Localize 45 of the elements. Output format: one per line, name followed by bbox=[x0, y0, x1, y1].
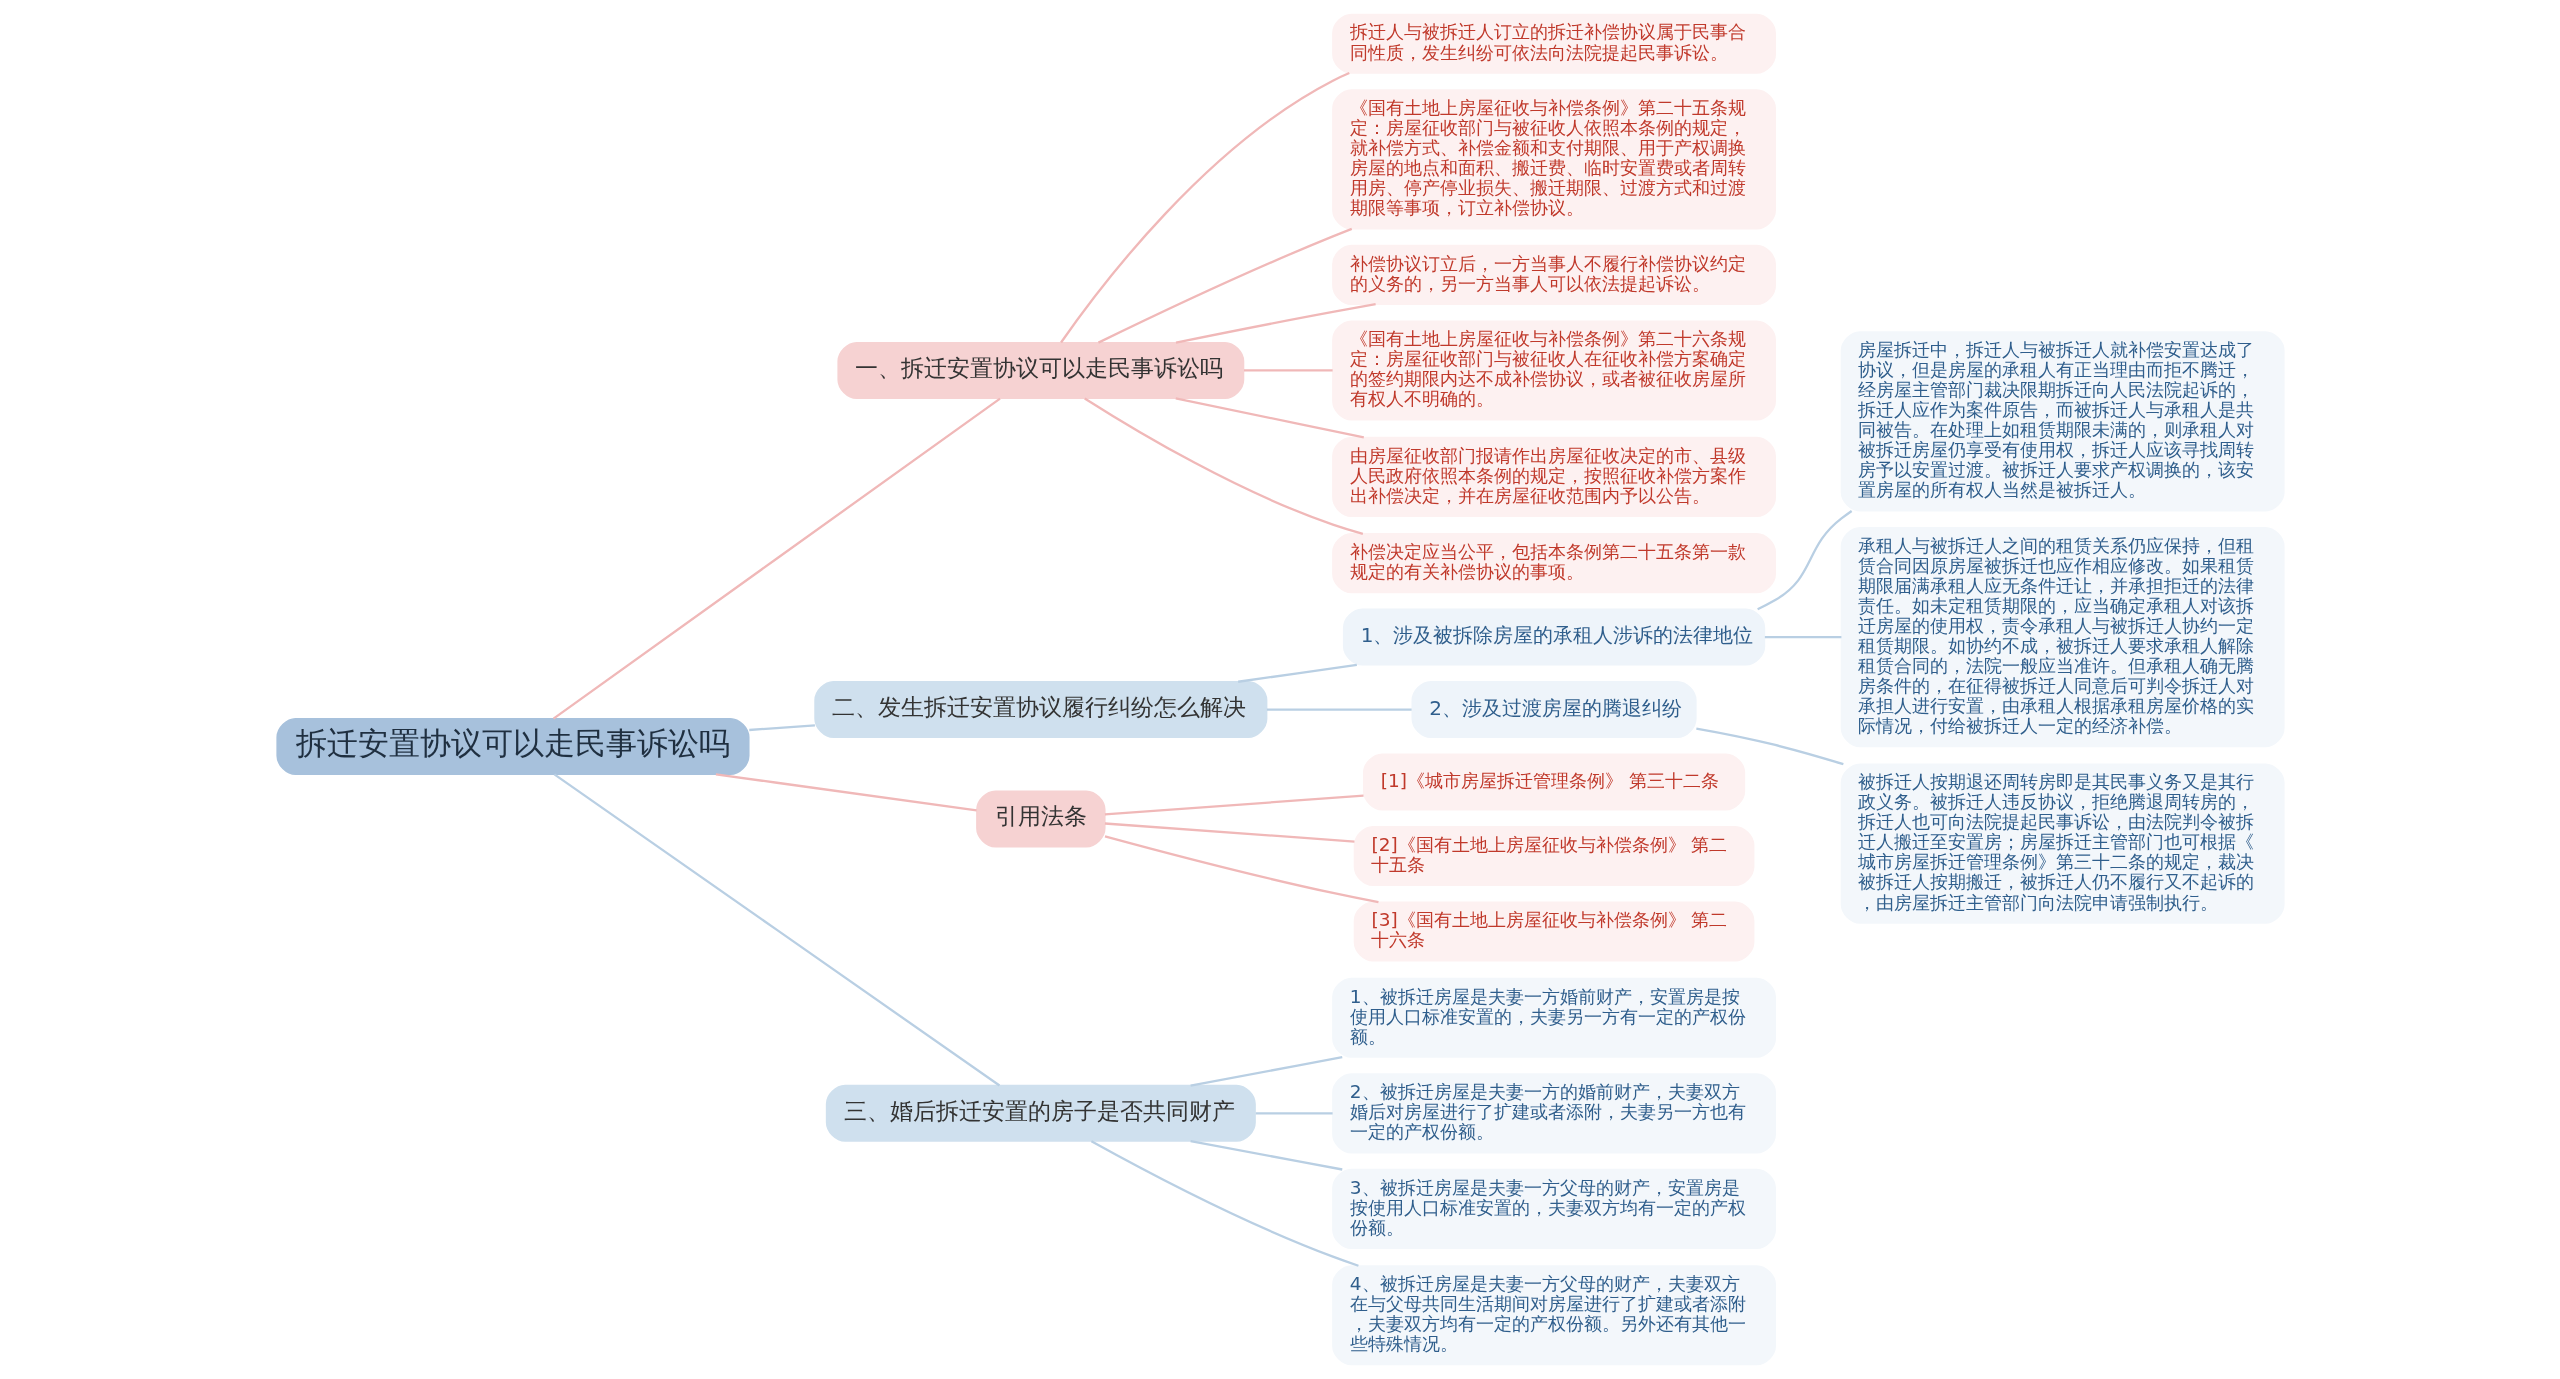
connector bbox=[1104, 794, 1364, 816]
node-box: 补偿协议订立后，一方当事人不履行补偿协议约定的义务的，另一方当事人可以依法提起诉讼。 bbox=[1331, 244, 1776, 305]
connector bbox=[552, 397, 1001, 720]
connector bbox=[1059, 72, 1350, 344]
connector bbox=[1090, 1140, 1359, 1267]
node-box: 被拆迁人按期退还周转房即是其民事义务又是其行政义务。被拆迁人违反协议，拒绝腾退周转房的，拆迁人也可向法院提起民事诉讼，由法院判令被拆迁人搬迁至安置房；房屋拆迁主管部门也可根据《城市房屋拆迁管理条例》第三十二条的规定，裁决被拆迁人按期搬迁，被拆迁人仍不履行又不起诉的，由房屋拆迁主管部门向法院申请强制执行。 bbox=[1840, 763, 2285, 924]
connector bbox=[715, 773, 977, 812]
connector bbox=[1756, 510, 1852, 611]
connector bbox=[748, 724, 815, 732]
node-box: 补偿决定应当公平，包括本条例第二十五条第一款规定的有关补偿协议的事项。 bbox=[1331, 533, 1776, 594]
connector bbox=[1764, 635, 1841, 639]
node-box: 二、发生拆迁安置协议履行纠纷怎么解决 bbox=[813, 681, 1267, 739]
node-box: 引用法条 bbox=[975, 790, 1106, 848]
node-box: 房屋拆迁中，拆迁人与被拆迁人就补偿安置达成了协议，但是房屋的承租人有正当理由而拒不腾迁，经房屋主管部门裁决限期拆迁向人民法院起诉的，拆迁人应作为案件原告，而被拆迁人与承租人是共同被告。在处理上如租赁期限未满的，则承租人对被拆迁房屋仍享受有使用权，拆迁人应该寻找周转房予以安置过渡。被拆迁人要求产权调换的，该安置房屋的所有权人当然是被拆迁人。 bbox=[1840, 331, 2285, 512]
connector bbox=[1104, 822, 1355, 843]
node-box: [1]《城市房屋拆迁管理条例》 第三十二条 bbox=[1362, 753, 1745, 811]
node-box: 拆迁人与被拆迁人订立的拆迁补偿协议属于民事合同性质，发生纠纷可依法向法院提起民事诉讼。 bbox=[1331, 13, 1776, 74]
node-box: 1、被拆迁房屋是夫妻一方婚前财产，安置房是按使用人口标准安置的，夫妻另一方有一定的产权份额。 bbox=[1331, 977, 1776, 1058]
connector bbox=[1695, 727, 1844, 766]
node-box: 由房屋征收部门报请作出房屋征收决定的市、县级人民政府依照本条例的规定，按照征收补偿方案作出补偿决定，并在房屋征收范围内予以公告。 bbox=[1331, 436, 1776, 517]
node-box: 一、拆迁安置协议可以走民事诉讼吗 bbox=[836, 341, 1244, 399]
node-box: 《国有土地上房屋征收与补偿条例》第二十五条规定：房屋征收部门与被征收人依照本条例的规定，就补偿方式、补偿金额和支付期限、用于产权调换房屋的地点和面积、搬迁费、临时安置费或者周转用房、停产停业损失、搬迁期限、过渡方式和过渡期限等事项，订立补偿协议。 bbox=[1331, 89, 1776, 230]
connector bbox=[1255, 1112, 1333, 1115]
node-box: 4、被拆迁房屋是夫妻一方父母的财产，夫妻双方在与父母共同生活期间对房屋进行了扩建或者添附，夫妻双方均有一定的产权份额。另外还有其他一些特殊情况。 bbox=[1331, 1265, 1776, 1366]
connector bbox=[1104, 835, 1379, 904]
node-box: 1、涉及被拆除房屋的承租人涉诉的法律地位 bbox=[1342, 608, 1765, 666]
connector bbox=[1083, 397, 1363, 535]
node-box: [3]《国有土地上房屋征收与补偿条例》 第二十六条 bbox=[1353, 901, 1754, 962]
connector bbox=[1189, 1139, 1342, 1171]
node-box: 承租人与被拆迁人之间的租赁关系仍应保持，但租赁合同因原房屋被拆迁也应作相应修改。如果租赁期限届满承租人应无条件迁让，并承担拒迁的法律责任。如未定租赁期限的，应当确定承租人对该拆迁房屋的使用权，责令承租人与被拆迁人协约一定租赁期限。如协约不成，被拆迁人要求承租人解除租赁合同的，法院一般应当准许。但承租人确无腾房条件的，在征得被拆迁人同意后可判令拆迁人对承担人进行安置，由承租人根据承租房屋价格的实际情况，付给被拆迁人一定的经济补偿。 bbox=[1840, 526, 2285, 748]
connector bbox=[553, 773, 1000, 1087]
connector bbox=[1175, 303, 1376, 344]
node-box: [2]《国有土地上房屋征收与补偿条例》 第二十五条 bbox=[1353, 825, 1754, 886]
connector bbox=[1175, 397, 1364, 439]
node-box: 《国有土地上房屋征收与补偿条例》第二十六条规定：房屋征收部门与被征收人在征收补偿方案确定的签约期限内达不成补偿协议，或者被征收房屋所有权人不明确的。 bbox=[1331, 320, 1776, 421]
connector bbox=[1237, 663, 1357, 683]
connector bbox=[1266, 708, 1412, 711]
node-box: 三、婚后拆迁安置的房子是否共同财产 bbox=[825, 1084, 1256, 1142]
node-box: 3、被拆迁房屋是夫妻一方父母的财产，安置房是按使用人口标准安置的，夫妻双方均有一定的产权份额。 bbox=[1331, 1168, 1776, 1249]
connector bbox=[1243, 369, 1333, 372]
connector bbox=[1189, 1056, 1342, 1087]
node-box: 2、涉及过渡房屋的腾退纠纷 bbox=[1411, 681, 1697, 739]
connector bbox=[1097, 227, 1352, 344]
node-box: 拆迁安置协议可以走民事诉讼吗 bbox=[275, 718, 750, 776]
node-box: 2、被拆迁房屋是夫妻一方的婚前财产，夫妻双方婚后对房屋进行了扩建或者添附，夫妻另一方也有一定的产权份额。 bbox=[1331, 1073, 1776, 1154]
